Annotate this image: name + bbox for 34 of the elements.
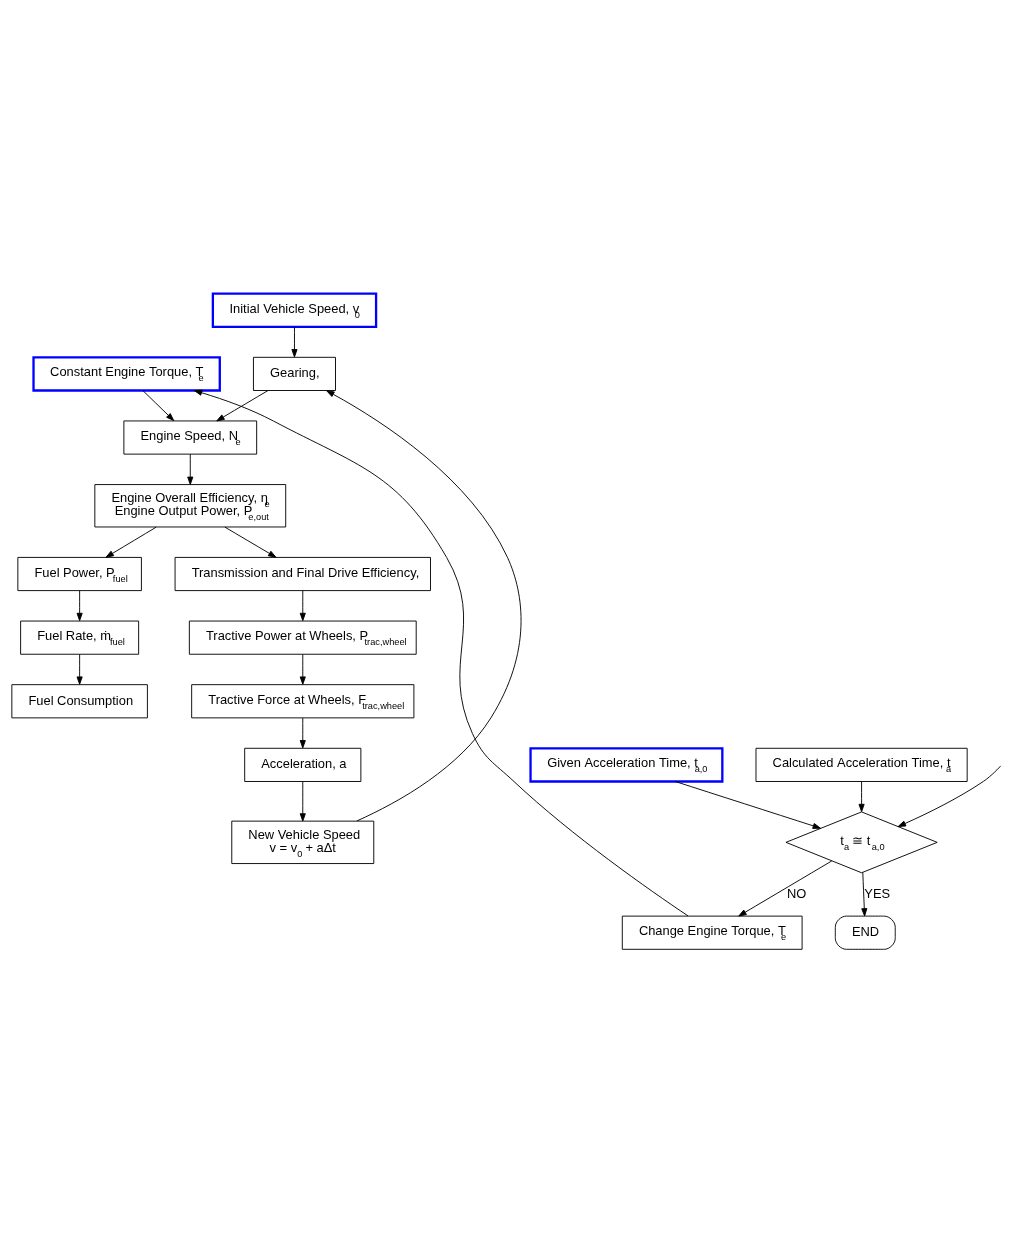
node-box: Acceleration, a (244, 747, 362, 782)
node-box: Tractive Power at Wheels, P$_{trac,wheel}$ (188, 620, 417, 655)
arrow (193, 389, 689, 917)
arrow (326, 390, 522, 822)
node-box: Transmission and Final Drive Efficiency, (174, 556, 431, 592)
arrow (299, 781, 306, 822)
arrow (216, 390, 269, 422)
arrow (224, 526, 277, 558)
arrow (291, 326, 298, 358)
arrow (76, 590, 83, 622)
node-box: Fuel Consumption (11, 684, 148, 719)
node-box: Engine Speed, N$_{e}$ (123, 420, 258, 455)
node-box: Gearing, (253, 356, 336, 391)
node-box: Fuel Rate, ṁ$_{fuel}$ (20, 620, 140, 655)
arrow (675, 781, 821, 829)
node-box: Fuel Power, P$_{fuel}$ (17, 556, 142, 592)
arrow (299, 654, 306, 685)
arrow (187, 453, 194, 485)
node-box: Given Acceleration Time, t$_{a,0}$ (529, 747, 724, 783)
node-box: END (834, 915, 896, 950)
node-diamond: t$_{a}$ ≅ t$_{a,0}$ (785, 811, 938, 874)
arrow (299, 717, 306, 749)
edge-label: YES (864, 885, 891, 901)
node-box: Tractive Force at Wheels, F$_{trac,wheel}$ (191, 684, 415, 719)
node-box: New Vehicle Speed v = v$_{0}$ + aΔt (231, 820, 375, 864)
arrow (76, 654, 83, 685)
arrow (142, 390, 175, 421)
arrow (897, 765, 1002, 827)
edge-label: NO (786, 885, 807, 901)
arrow (105, 526, 157, 558)
arrow (858, 781, 865, 813)
arrow (299, 590, 306, 622)
arrow (738, 860, 833, 917)
arrow (861, 872, 868, 917)
